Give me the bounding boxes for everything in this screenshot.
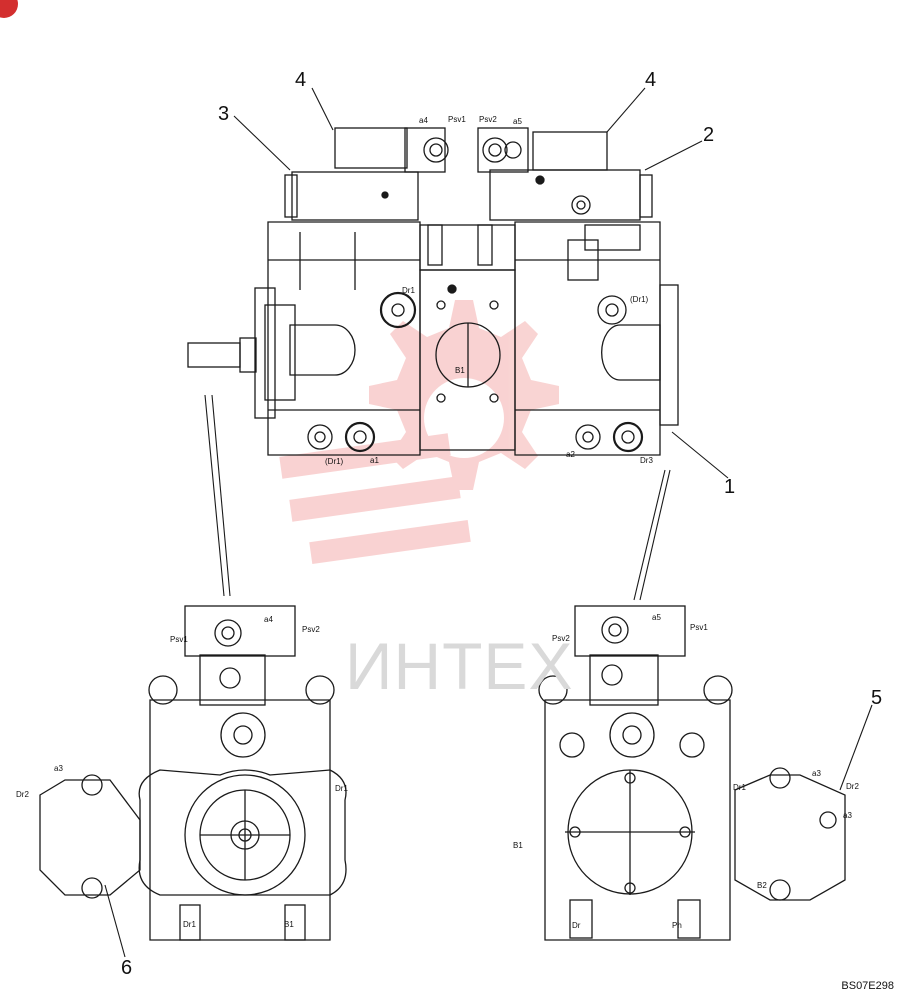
left-view-housing [149, 699, 331, 941]
callout-3: 3 [218, 103, 230, 125]
top-view-assembly [187, 127, 679, 456]
port-label: Dr1 [402, 286, 415, 295]
port-label: Dr1 [335, 784, 348, 793]
port-label: Psv1 [690, 623, 708, 632]
regulator-right [489, 169, 641, 221]
port-label: a2 [566, 450, 575, 459]
port-label: (Dr1) [325, 457, 344, 466]
left-pump-housing [267, 221, 421, 456]
port-label: a3 [812, 769, 821, 778]
right-aux-pump [734, 774, 846, 901]
callout-4-right: 4 [645, 69, 657, 91]
port-label: Dr1 [733, 783, 746, 792]
front-view-left [39, 605, 347, 941]
port-label: Dr2 [16, 790, 29, 799]
port-label: Psv1 [170, 635, 188, 644]
port-label: Ph [672, 921, 682, 930]
gear-watermark-icon [279, 300, 559, 565]
drawing-code: BS07E298 [841, 980, 894, 992]
port-label: a4 [264, 615, 273, 624]
port-label: B1 [513, 841, 523, 850]
regulator-left [291, 171, 419, 221]
right-pump-housing [514, 221, 661, 456]
port-label: Psv2 [302, 625, 320, 634]
drive-shaft [187, 342, 241, 368]
port-label: Psv2 [552, 634, 570, 643]
port-dr1-top [379, 291, 417, 329]
left-view-flange [184, 774, 306, 896]
port-label: a4 [419, 116, 428, 125]
port-label: Psv2 [479, 115, 497, 124]
callout-1: 1 [724, 476, 736, 498]
port-label: (Dr1) [630, 295, 649, 304]
solenoid-right [532, 131, 608, 171]
corner-badge-icon [0, 0, 18, 18]
solenoid-left [334, 127, 408, 169]
front-view-right [538, 605, 846, 941]
left-aux-pump [39, 779, 141, 896]
leader-lines [104, 87, 873, 958]
port-label: Psv1 [448, 115, 466, 124]
port-label: Dr1 [183, 920, 196, 929]
callout-5: 5 [871, 687, 883, 709]
port-label: a3 [843, 811, 852, 820]
port-label: a5 [513, 117, 522, 126]
watermark-text: ИНТЕХ [345, 629, 574, 703]
callout-2: 2 [703, 124, 715, 146]
right-view-housing [544, 699, 731, 941]
port-label: B2 [757, 881, 767, 890]
port-label: B1 [284, 920, 294, 929]
port-label: a3 [54, 764, 63, 773]
port-label: B1 [455, 366, 465, 375]
port-label: Dr3 [640, 456, 653, 465]
callout-4-left: 4 [295, 69, 307, 91]
port-label: a5 [652, 613, 661, 622]
port-label: Dr2 [846, 782, 859, 791]
port-label: Dr [572, 921, 581, 930]
port-label: a1 [370, 456, 379, 465]
front-flange [254, 287, 276, 419]
callout-6: 6 [121, 957, 133, 979]
